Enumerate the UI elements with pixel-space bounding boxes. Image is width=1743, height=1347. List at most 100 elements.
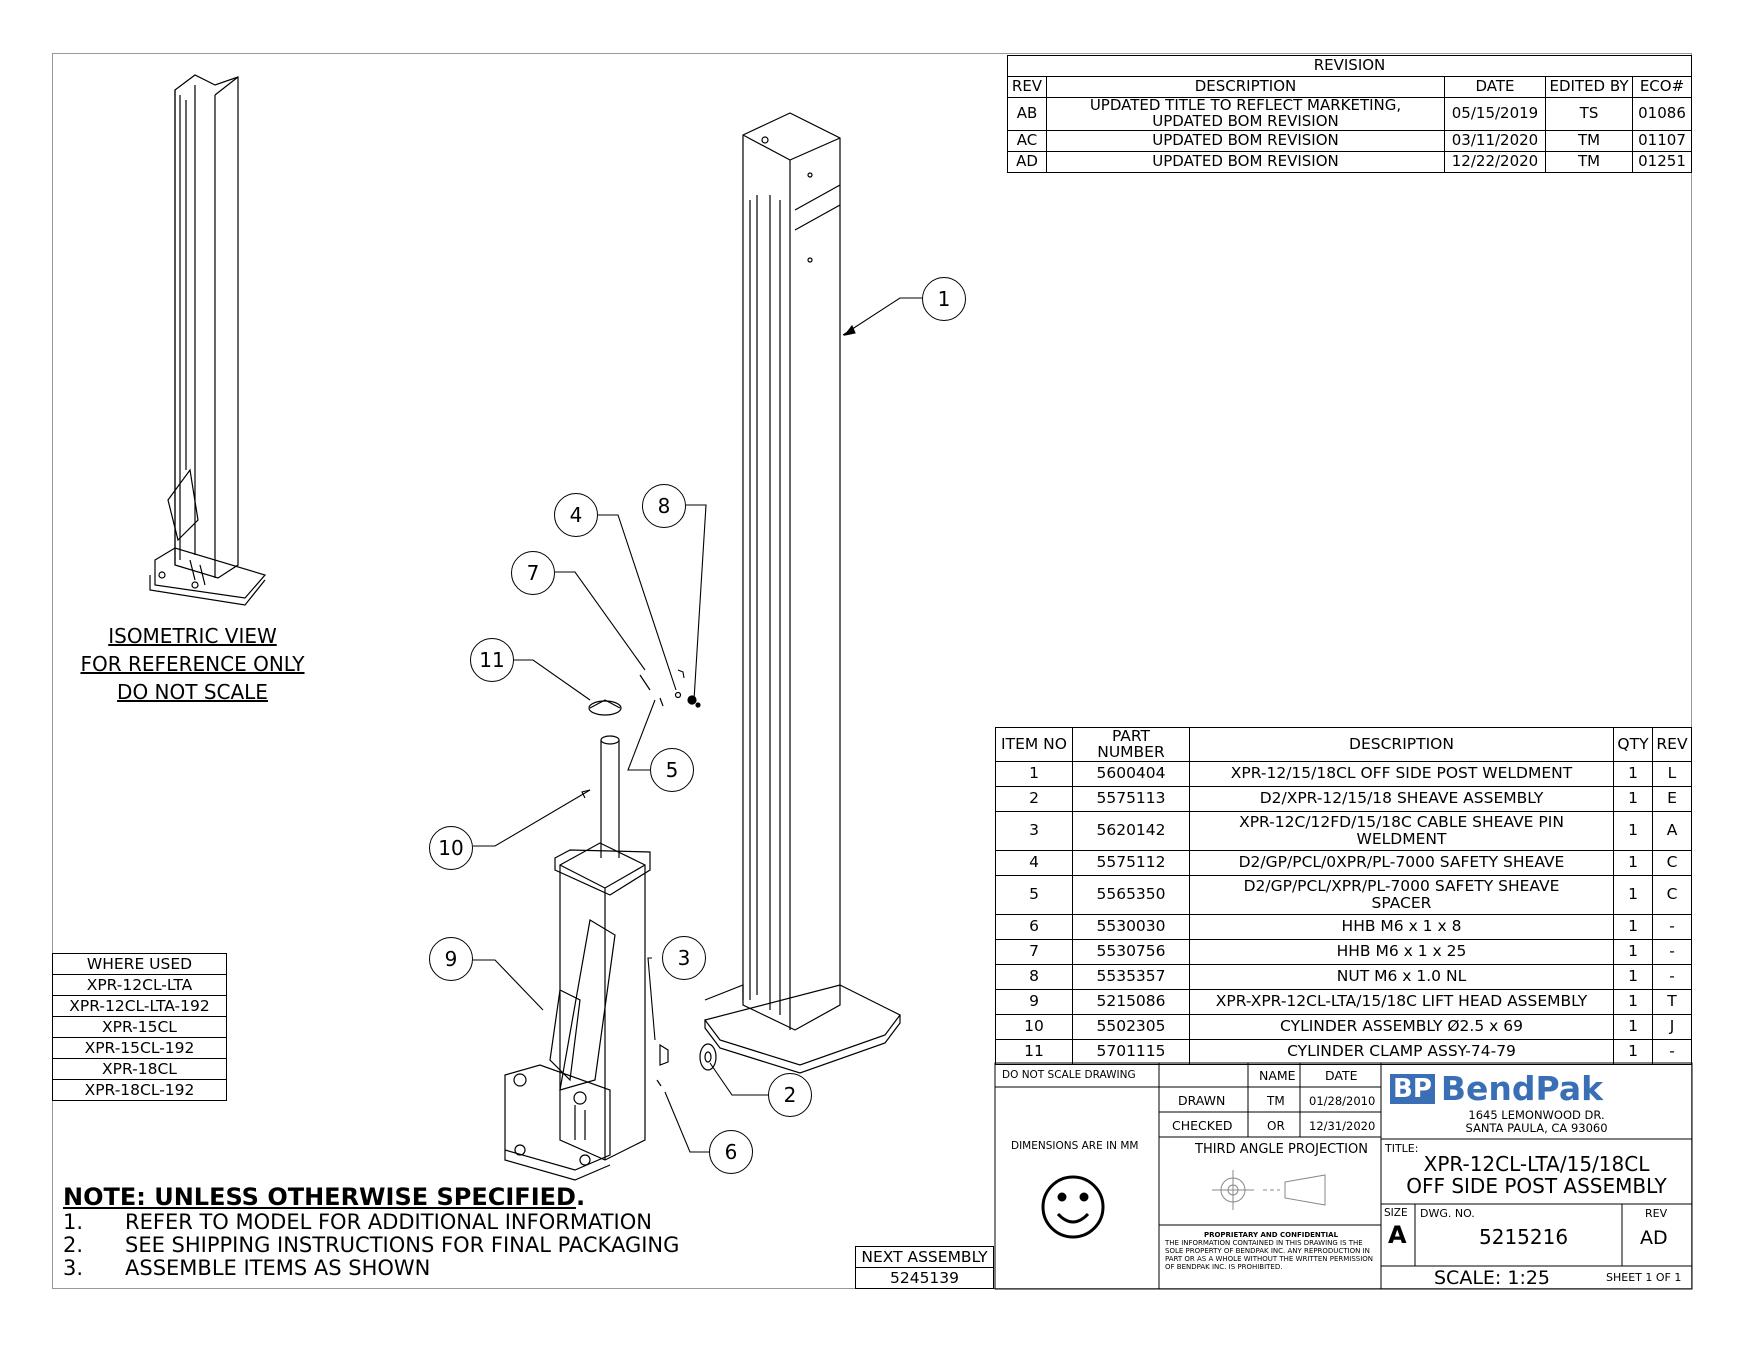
bom-rev: T (1652, 988, 1692, 1015)
bom-description-line: XPR-12C/12FD/15/18C CABLE SHEAVE PIN (1239, 813, 1564, 832)
projection-symbol (1212, 1170, 1326, 1210)
bom-description: D2/GP/PCL/0XPR/PL-7000 SAFETY SHEAVE (1189, 849, 1614, 876)
next-assembly-label: NEXT ASSEMBLY (855, 1246, 994, 1268)
rev-header-rev: REV (1007, 76, 1047, 98)
bom-item: 8 (995, 963, 1073, 990)
rev-description: UPDATED BOM REVISION (1046, 129, 1445, 152)
note-number: 2. (63, 1233, 84, 1257)
proprietary-notice: PROPRIETARY AND CONFIDENTIAL THE INFORMA… (1165, 1231, 1377, 1271)
rev-header-eco: ECO# (1632, 76, 1692, 98)
rev-edited: TS (1545, 97, 1633, 131)
address-line: 1645 LEMONWOOD DR. (1468, 1108, 1605, 1122)
bom-qty: 1 (1613, 1013, 1653, 1040)
callout-1[interactable]: 1 (922, 277, 966, 321)
bom-rev: - (1652, 913, 1692, 940)
bom-part: 5701115 (1072, 1038, 1190, 1065)
bom-item: 2 (995, 785, 1073, 812)
callout-5[interactable]: 5 (650, 748, 694, 792)
do-not-scale-label: DO NOT SCALE DRAWING (1002, 1069, 1136, 1081)
callout-2[interactable]: 2 (768, 1073, 812, 1117)
drawing-frame (52, 53, 1692, 1289)
callout-6[interactable]: 6 (709, 1130, 753, 1174)
rev-code: AC (1007, 129, 1047, 152)
bom-description: D2/XPR-12/15/18 SHEAVE ASSEMBLY (1189, 785, 1614, 812)
size-label: SIZE (1384, 1207, 1408, 1219)
sheet-label: SHEET 1 OF 1 (1606, 1271, 1682, 1284)
rev-code: AB (1007, 97, 1047, 131)
callout-3[interactable]: 3 (662, 936, 706, 980)
bom-table: ITEM NO PART NUMBER DESCRIPTION QTY REV … (995, 727, 1692, 1065)
note-number: 1. (63, 1210, 84, 1234)
callout-10[interactable]: 10 (429, 826, 473, 870)
bom-part: 5600404 (1072, 760, 1190, 787)
note-item: 3. ASSEMBLE ITEMS AS SHOWN (63, 1257, 679, 1280)
revision-row: AB UPDATED TITLE TO REFLECT MARKETING,UP… (1007, 96, 1692, 131)
where-used-item: XPR-15CL (52, 1016, 227, 1038)
callout-9[interactable]: 9 (429, 937, 473, 981)
bom-qty: 1 (1613, 988, 1653, 1015)
callout-7[interactable]: 7 (511, 551, 555, 595)
bom-qty: 1 (1613, 760, 1653, 787)
leader-lines (473, 297, 922, 1153)
bom-item: 3 (995, 810, 1073, 851)
rev-description-line: UPDATED TITLE TO REFLECT MARKETING, (1089, 96, 1402, 114)
where-used-item: XPR-12CL-LTA-192 (52, 995, 227, 1017)
note-text: REFER TO MODEL FOR ADDITIONAL INFORMATIO… (125, 1210, 652, 1234)
smiley-icon (1041, 1175, 1105, 1239)
next-assembly-value: 5245139 (855, 1267, 994, 1289)
bom-header-part: PART NUMBER (1072, 727, 1190, 762)
where-used-header: WHERE USED (52, 953, 227, 975)
cylinder-assembly (600, 735, 620, 858)
bom-qty: 1 (1613, 938, 1653, 965)
rev-eco: 01107 (1632, 129, 1692, 152)
bom-rev: C (1652, 874, 1692, 915)
bom-qty: 1 (1613, 874, 1653, 915)
name-label: NAME (1259, 1068, 1296, 1083)
revision-title: REVISION (1007, 55, 1692, 77)
drawn-date: 01/28/2010 (1309, 1094, 1376, 1108)
bom-qty: 1 (1613, 913, 1653, 940)
where-used-item: XPR-12CL-LTA (52, 974, 227, 996)
callout-8[interactable]: 8 (642, 484, 686, 528)
callout-11[interactable]: 11 (470, 638, 514, 682)
bom-rev: - (1652, 938, 1692, 965)
bom-part: 5535357 (1072, 963, 1190, 990)
bom-description: NUT M6 x 1.0 NL (1189, 963, 1614, 990)
title-label: TITLE: (1385, 1142, 1419, 1155)
isometric-note: ISOMETRIC VIEW FOR REFERENCE ONLY DO NOT… (75, 622, 310, 706)
revision-row: AD UPDATED BOM REVISION 12/22/2020 TM 01… (1007, 150, 1692, 173)
date-label: DATE (1325, 1068, 1358, 1083)
bom-item: 1 (995, 760, 1073, 787)
dwg-no-label: DWG. NO. (1420, 1207, 1475, 1220)
bom-description: HHB M6 x 1 x 8 (1189, 913, 1614, 940)
rev-header-description: DESCRIPTION (1046, 76, 1445, 98)
bom-rev: - (1652, 963, 1692, 990)
where-used-item: XPR-18CL-192 (52, 1079, 227, 1101)
bom-qty: 1 (1613, 963, 1653, 990)
bom-part: 5620142 (1072, 810, 1190, 851)
note-number: 3. (63, 1256, 84, 1280)
logo-name: BendPak (1440, 1069, 1604, 1108)
callout-4[interactable]: 4 (554, 493, 598, 537)
scale-label: SCALE: 1:25 (1434, 1267, 1551, 1289)
proprietary-text: THE INFORMATION CONTAINED IN THIS DRAWIN… (1165, 1239, 1374, 1271)
isometric-post-view (149, 74, 267, 606)
bom-description: CYLINDER CLAMP ASSY-74-79 (1189, 1038, 1614, 1065)
bom-header-rev: REV (1652, 727, 1692, 762)
rev-description: UPDATED BOM REVISION (1046, 150, 1445, 173)
rev-date: 12/22/2020 (1444, 150, 1546, 173)
bendpak-logo: BP BendPak (1390, 1069, 1603, 1108)
isometric-note-line: FOR REFERENCE ONLY (80, 652, 305, 676)
bom-qty: 1 (1613, 1038, 1653, 1065)
rev-header-edited: EDITED BY (1545, 76, 1633, 98)
note-text: ASSEMBLE ITEMS AS SHOWN (125, 1256, 431, 1280)
bom-part: 5575113 (1072, 785, 1190, 812)
